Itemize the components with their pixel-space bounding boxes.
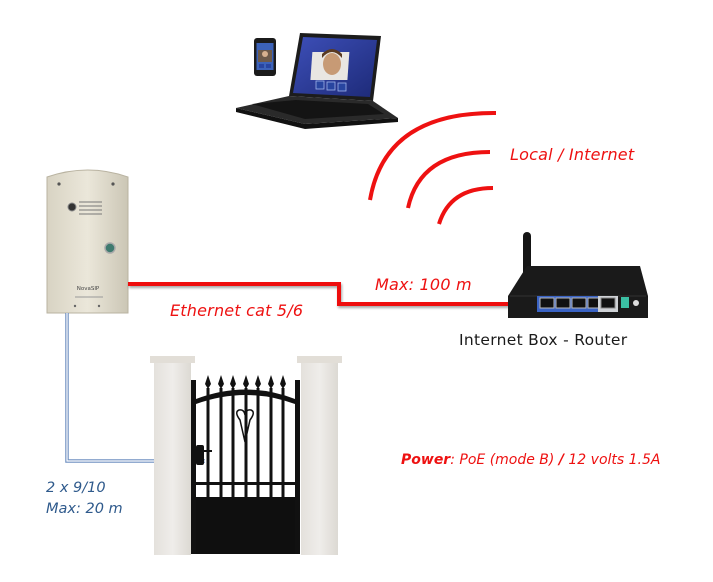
gate-spear-tip: [268, 375, 274, 389]
gate-icon: [191, 375, 300, 554]
gate-pillar-right: [297, 356, 342, 555]
power-slash: /: [558, 452, 564, 468]
router-icon: [508, 232, 648, 318]
power-key: Power: [401, 452, 451, 468]
gate-spear-tip: [243, 375, 249, 389]
lock-wire-type: 2 x 9/10: [46, 480, 106, 496]
gate-bar: [206, 388, 210, 498]
lock-wire-label: 2 x 9/10 Max: 20 m: [46, 478, 123, 520]
gate-bar: [256, 388, 260, 498]
gate-bar: [281, 388, 285, 498]
power-dc: 12 volts 1.5A: [563, 452, 661, 468]
gate-spear-tip: [230, 375, 236, 389]
gate-spear-tip: [255, 375, 261, 389]
power-poe: PoE (mode B): [454, 452, 559, 468]
gate-pillar-left: [150, 356, 195, 555]
ethernet-cable: [128, 282, 538, 306]
power-label: Power: PoE (mode B) / 12 volts 1.5A: [401, 452, 660, 468]
door-intercom-icon: NovaSIP: [46, 169, 129, 314]
laptop-icon: [236, 33, 398, 129]
router-label: Internet Box - Router: [459, 331, 628, 349]
gate-bar: [269, 388, 273, 498]
lock-wire-max-length: Max: 20 m: [46, 501, 123, 517]
power-colon: :: [450, 452, 455, 468]
ethernet-max-length-label: Max: 100 m: [375, 275, 472, 294]
gate-spear-tip: [218, 375, 224, 389]
smartphone-icon: [254, 38, 276, 76]
gate-bar: [231, 388, 235, 498]
gate-bar: [219, 388, 223, 498]
gate-bar: [244, 388, 248, 498]
gate-spear-tip: [280, 375, 286, 389]
intercom-brand-logo: NovaSIP: [77, 286, 100, 292]
ethernet-type-label: Ethernet cat 5/6: [170, 301, 304, 320]
wireless-label: Local / Internet: [510, 145, 635, 164]
gate-spear-tip: [205, 375, 211, 389]
wifi-signal-icon: [368, 110, 497, 225]
